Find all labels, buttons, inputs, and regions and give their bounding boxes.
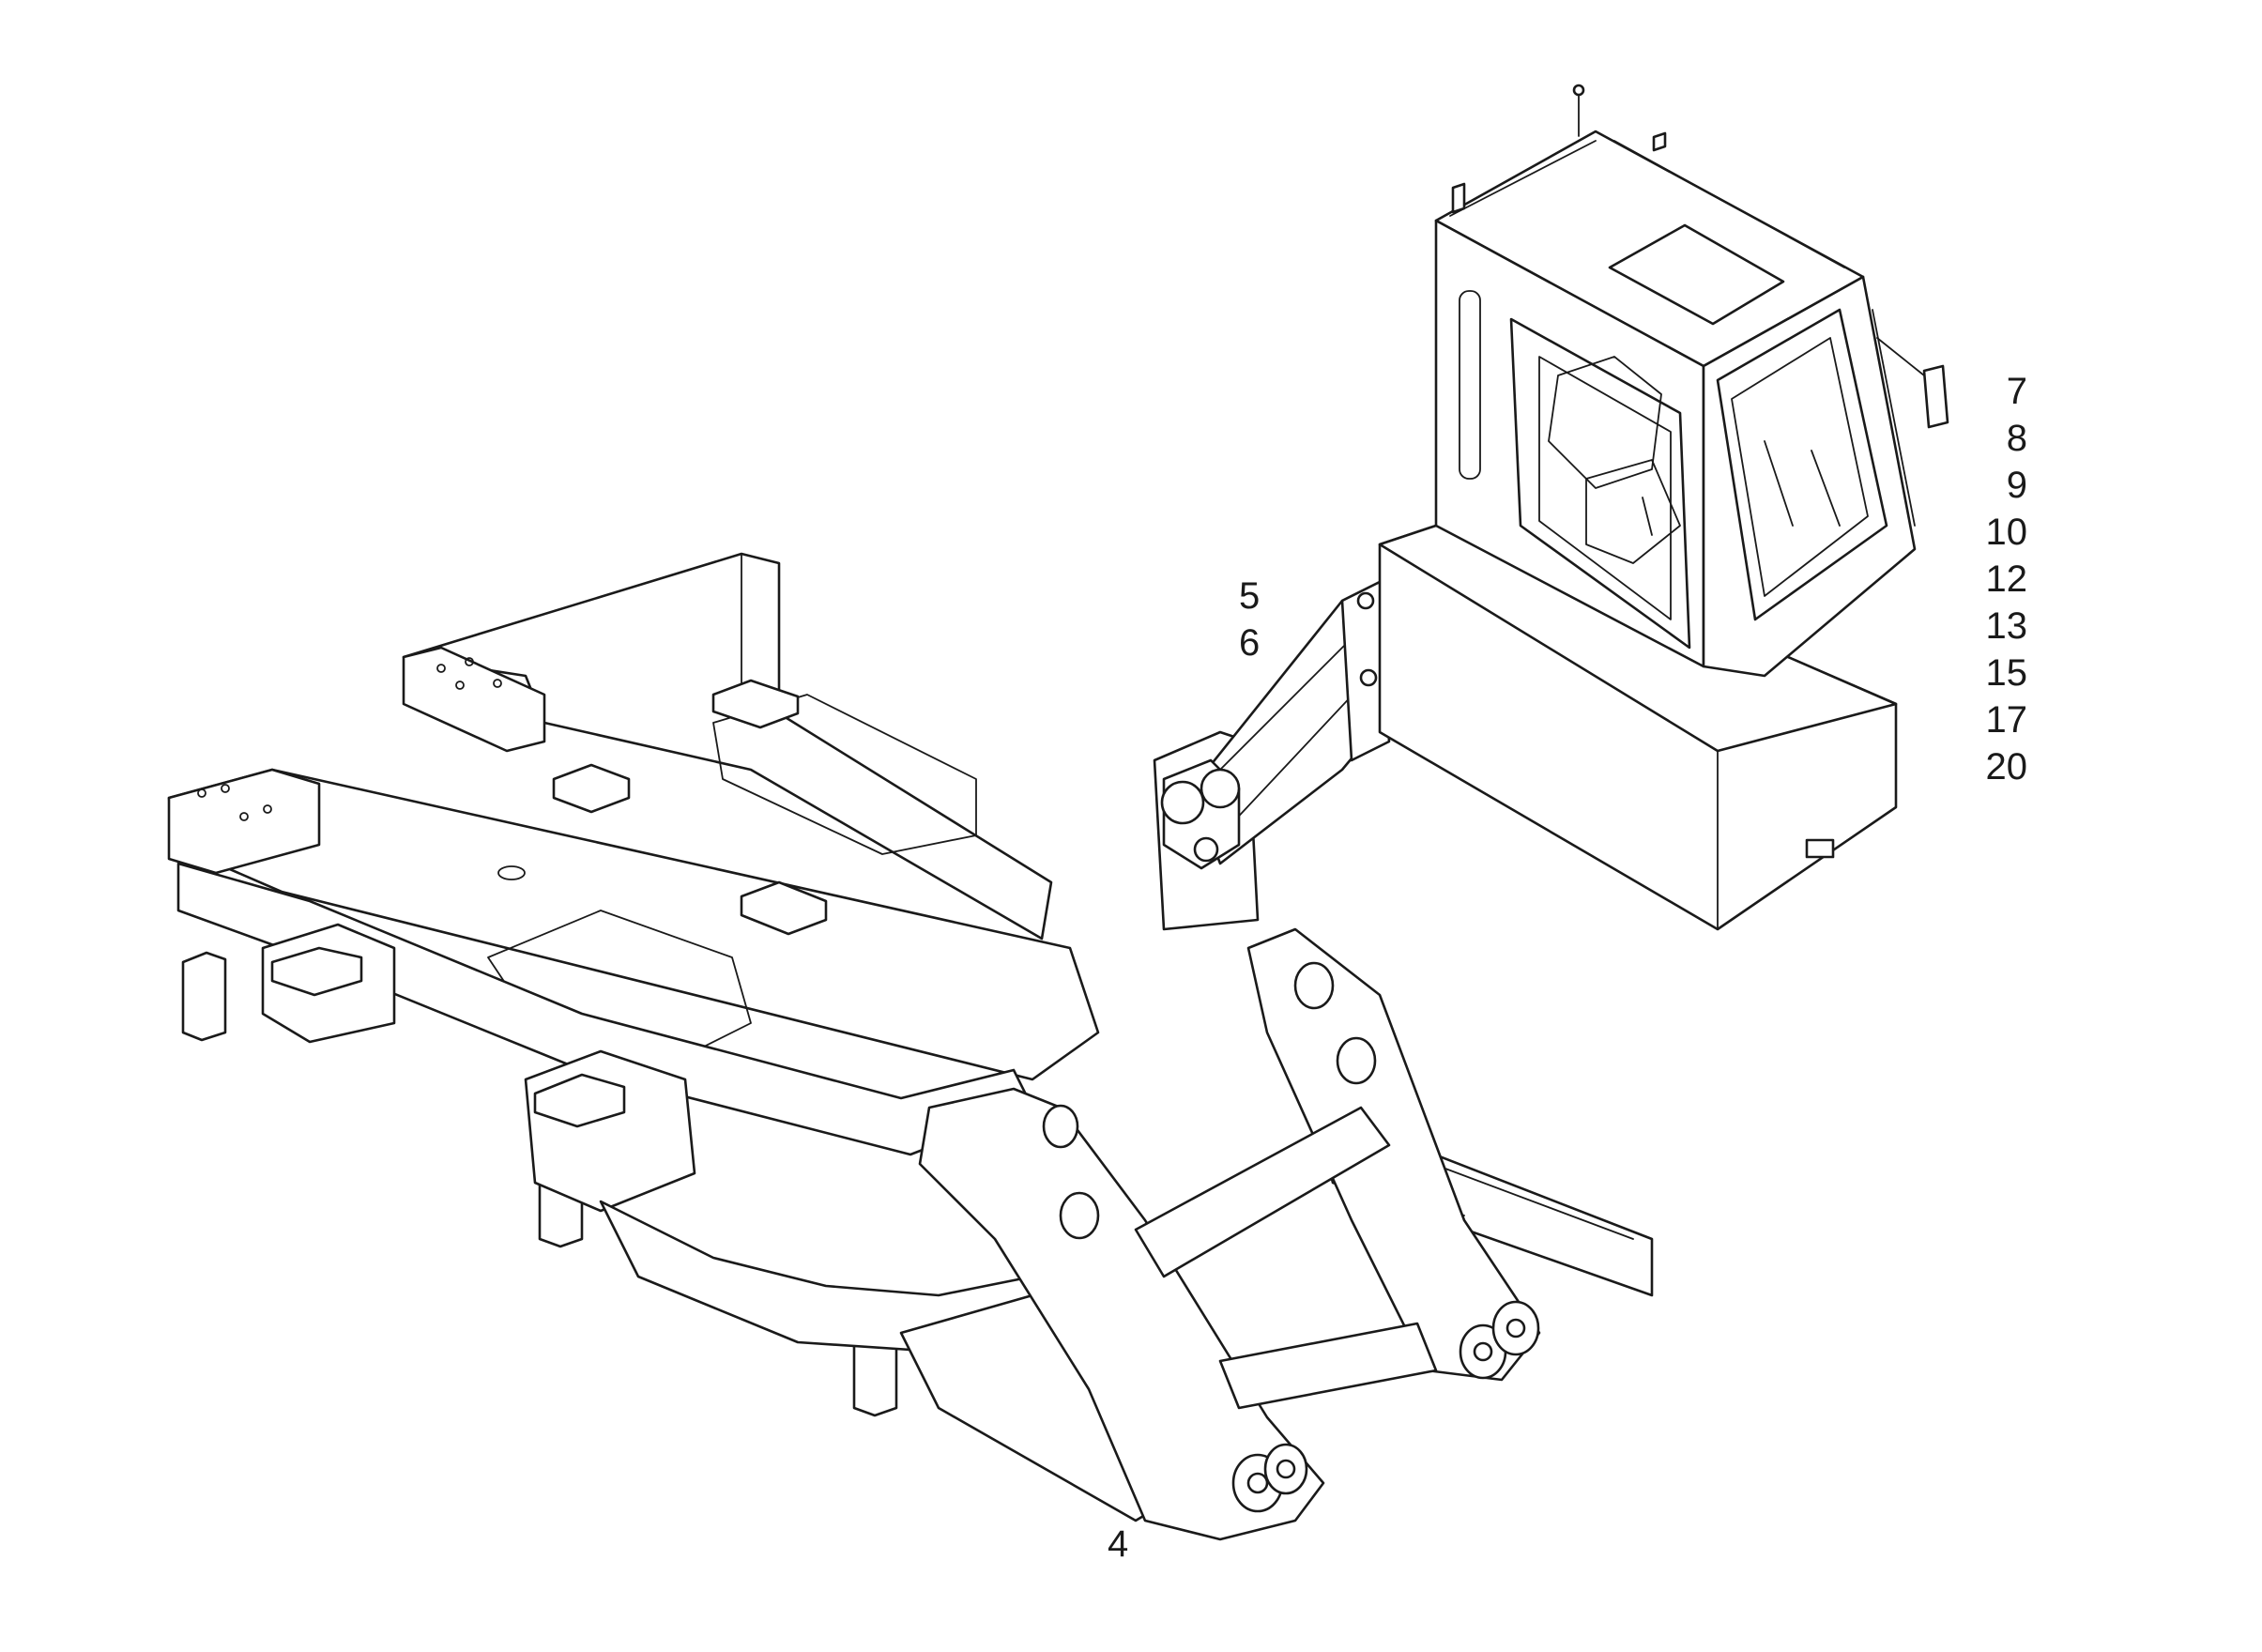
callout-label: 15 [1986, 652, 2028, 694]
operator-cab [1434, 84, 1949, 678]
callout-label: 20 [1986, 746, 2028, 788]
callout-group-right: 7 8 9 10 12 13 15 17 20 [1986, 371, 2028, 788]
callout-label: 13 [1986, 605, 2028, 647]
cab-support-bracket [1160, 580, 1391, 870]
lift-arms [918, 927, 1541, 1541]
callout-label: 17 [1986, 699, 2028, 741]
callout-label: 7 [2007, 371, 2027, 412]
callout-label: 5 [1239, 575, 1260, 617]
callout-label: 9 [2007, 465, 2027, 506]
callout-label: 12 [1986, 558, 2028, 600]
callout-label: 10 [1986, 512, 2028, 553]
callout-label: 4 [1108, 1523, 1128, 1565]
callout-label: 8 [2007, 418, 2027, 459]
callout-label: 6 [1239, 622, 1260, 664]
callout-group-bottom: 4 [1108, 1523, 1128, 1565]
callout-group-left: 5 6 [1239, 575, 1260, 664]
